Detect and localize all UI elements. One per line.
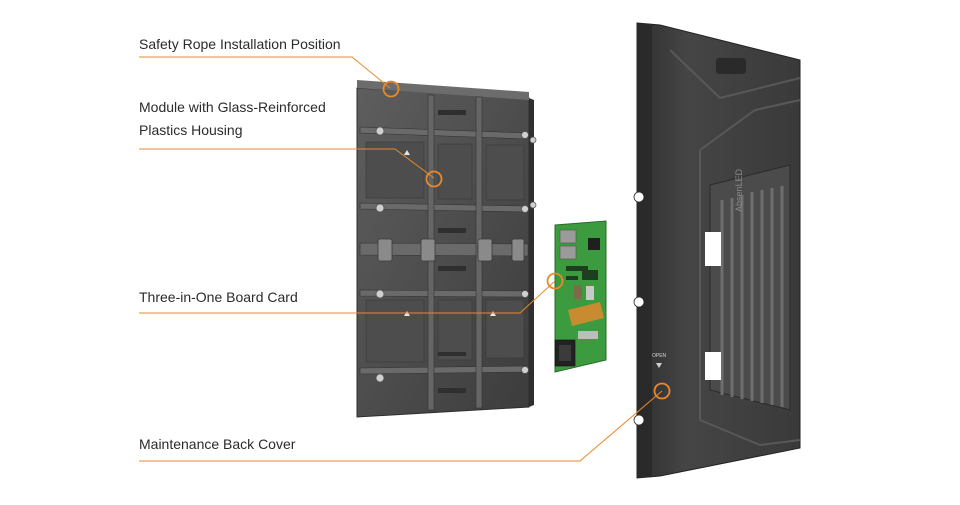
open-lock-icon xyxy=(656,363,662,368)
leader-cover xyxy=(139,390,663,462)
label-board-card: Three-in-One Board Card xyxy=(139,289,298,305)
label-module-line1: Module with Glass-Reinforced xyxy=(139,99,326,115)
label-safety-rope: Safety Rope Installation Position xyxy=(139,36,341,52)
cover-brand-text: AbsenLED xyxy=(734,168,744,212)
label-module-line2: Plastics Housing xyxy=(139,122,243,138)
leader-lines xyxy=(139,56,663,462)
board-card xyxy=(554,220,607,373)
callout-module xyxy=(425,170,443,188)
callout-markers xyxy=(382,80,671,400)
callout-board xyxy=(546,272,564,290)
leader-board xyxy=(139,280,556,314)
leader-module xyxy=(139,148,435,179)
back-cover xyxy=(633,22,801,479)
module-panel xyxy=(356,80,537,418)
leader-rope xyxy=(139,56,391,89)
callout-rope xyxy=(382,80,400,98)
label-back-cover: Maintenance Back Cover xyxy=(139,436,296,452)
label-module-housing: Module with Glass-Reinforced Plastics Ho… xyxy=(139,96,326,142)
callout-cover xyxy=(653,382,671,400)
cover-open-text: OPEN xyxy=(652,353,667,359)
